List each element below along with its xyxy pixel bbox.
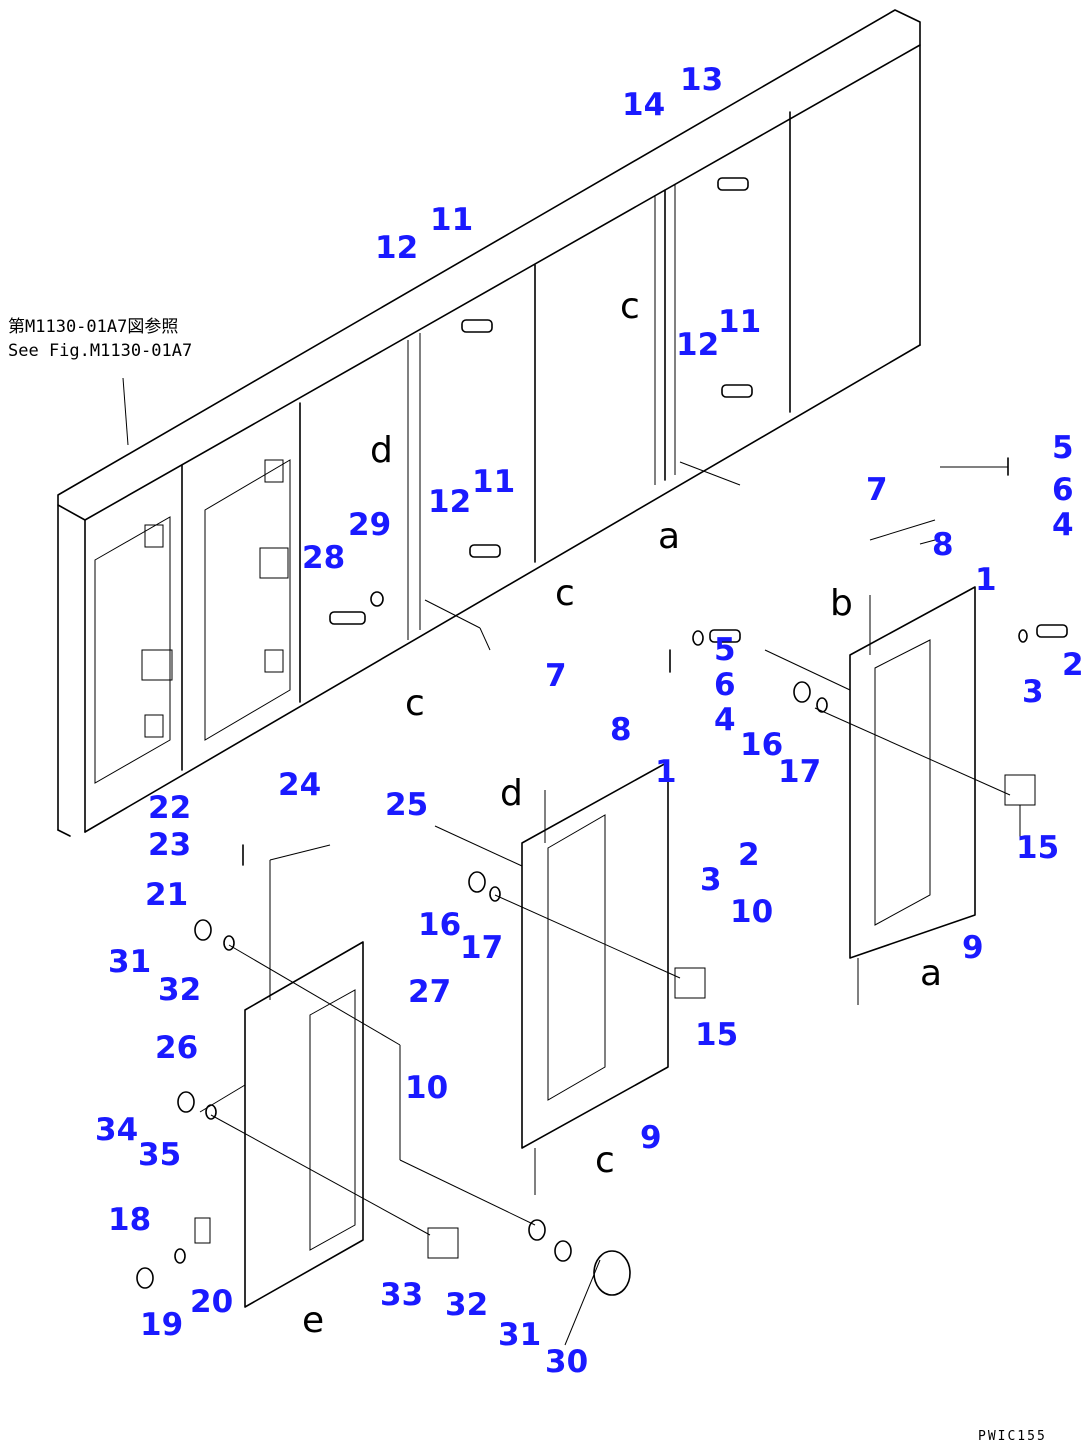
callout: 31 bbox=[498, 1317, 541, 1353]
callout: 25 bbox=[385, 787, 428, 823]
callout: 1 bbox=[975, 562, 997, 598]
callout: 15 bbox=[1016, 830, 1059, 866]
callout: 11 bbox=[430, 202, 473, 238]
callout: 6 bbox=[714, 667, 736, 703]
callout: 23 bbox=[148, 827, 191, 863]
callout: 15 bbox=[695, 1017, 738, 1053]
door-panel-left bbox=[194, 844, 459, 1308]
callout: 12 bbox=[676, 327, 719, 363]
callout: 7 bbox=[545, 658, 567, 694]
callout: 30 bbox=[545, 1344, 588, 1380]
callout: 8 bbox=[610, 712, 632, 748]
callout: 20 bbox=[190, 1284, 233, 1320]
view-letter: c bbox=[555, 573, 575, 614]
callout: 13 bbox=[680, 62, 723, 98]
callout: 5 bbox=[714, 632, 736, 668]
view-letter: e bbox=[302, 1300, 324, 1341]
callout: 35 bbox=[138, 1137, 181, 1173]
callout: 8 bbox=[932, 527, 954, 563]
callout: 10 bbox=[730, 894, 773, 930]
callout: 11 bbox=[718, 304, 761, 340]
door-panel-middle bbox=[521, 761, 706, 1195]
callout: 16 bbox=[740, 727, 783, 763]
callout: 12 bbox=[428, 484, 471, 520]
wall-frame bbox=[57, 9, 921, 837]
callout: 14 bbox=[622, 87, 665, 123]
callout: 6 bbox=[1052, 472, 1074, 508]
callout: 29 bbox=[348, 507, 391, 543]
door-panel-right bbox=[849, 519, 1036, 1005]
callout: 22 bbox=[148, 790, 191, 826]
callout: 24 bbox=[278, 767, 321, 803]
callout: 3 bbox=[700, 862, 722, 898]
view-letter: b bbox=[830, 583, 853, 624]
view-letter: c bbox=[620, 286, 640, 327]
callout: 1 bbox=[655, 754, 677, 790]
callout: 16 bbox=[418, 907, 461, 943]
view-letter: c bbox=[405, 683, 425, 724]
callout: 4 bbox=[714, 702, 736, 738]
callout: 19 bbox=[140, 1307, 183, 1343]
callout: 2 bbox=[738, 837, 760, 873]
reference-note-en: See Fig.M1130-01A7 bbox=[8, 341, 192, 361]
callout: 34 bbox=[95, 1112, 138, 1148]
callout: 9 bbox=[962, 930, 984, 966]
callout: 9 bbox=[640, 1120, 662, 1156]
view-letter: a bbox=[920, 953, 942, 994]
callout: 3 bbox=[1022, 674, 1044, 710]
view-letter: c bbox=[595, 1140, 615, 1181]
callout: 32 bbox=[445, 1287, 488, 1323]
view-letter: d bbox=[500, 773, 523, 814]
callout: 31 bbox=[108, 944, 151, 980]
callout: 4 bbox=[1052, 507, 1074, 543]
callout: 33 bbox=[380, 1277, 423, 1313]
callout: 21 bbox=[145, 877, 188, 913]
view-letter: d bbox=[370, 430, 393, 471]
reference-note-jp: 第M1130-01A7図参照 bbox=[8, 317, 178, 337]
callout: 5 bbox=[1052, 430, 1074, 466]
callout: 11 bbox=[472, 464, 515, 500]
callout: 10 bbox=[405, 1070, 448, 1106]
leader-lines bbox=[122, 377, 1021, 1346]
hardware-parts bbox=[136, 177, 1068, 1296]
callout: 17 bbox=[460, 930, 503, 966]
callout: 7 bbox=[866, 472, 888, 508]
drawing-code: PWIC155 bbox=[978, 1429, 1047, 1444]
callout: 32 bbox=[158, 972, 201, 1008]
callout: 27 bbox=[408, 974, 451, 1010]
callout: 17 bbox=[778, 754, 821, 790]
callout: 12 bbox=[375, 230, 418, 266]
callouts: 1 1 2 2 3 3 4 4 5 5 6 6 7 7 8 8 9 9 10 1… bbox=[95, 62, 1084, 1380]
callout: 18 bbox=[108, 1202, 151, 1238]
callout: 26 bbox=[155, 1030, 198, 1066]
view-letter: a bbox=[658, 516, 680, 557]
callout: 28 bbox=[302, 540, 345, 576]
callout: 2 bbox=[1062, 647, 1084, 683]
